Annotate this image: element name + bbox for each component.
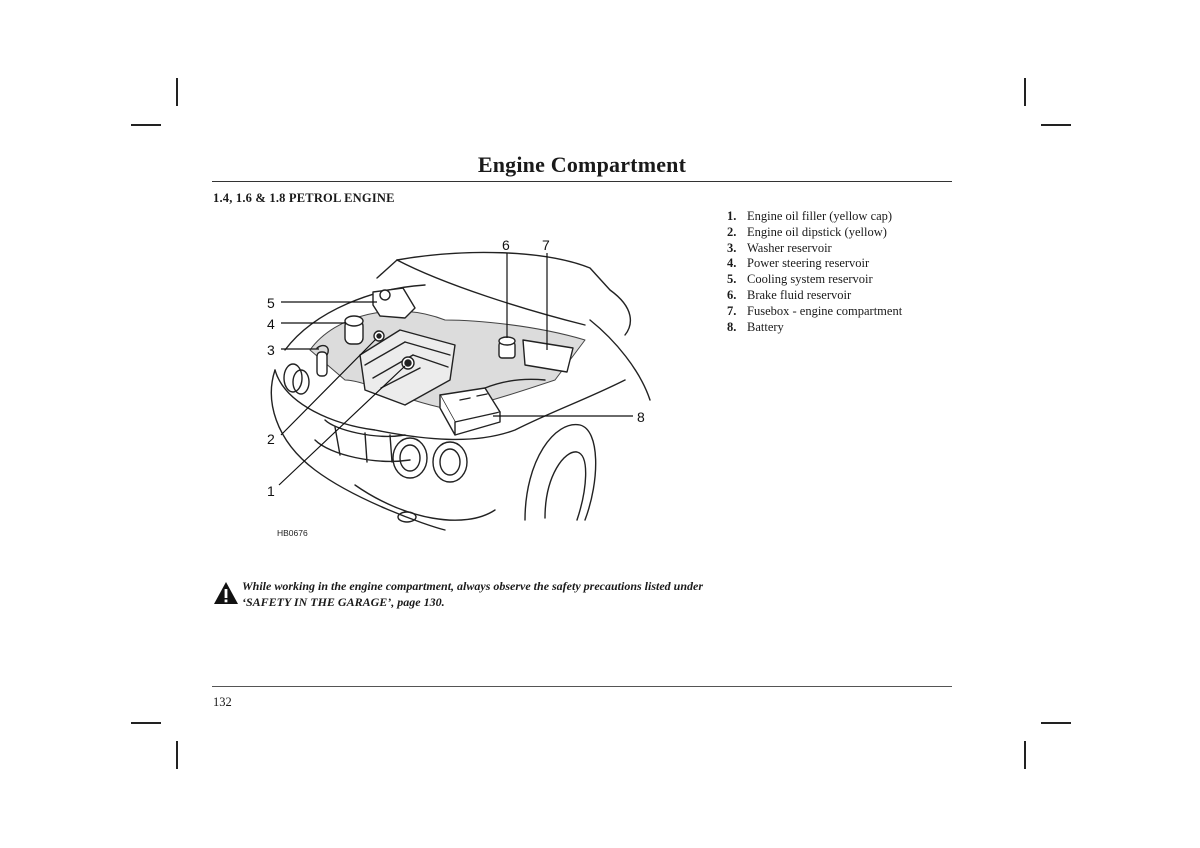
warning-triangle-icon (214, 582, 238, 604)
legend-label: Fusebox - engine compartment (747, 303, 903, 318)
crop-mark (1024, 78, 1026, 106)
legend-number: 2. (727, 224, 737, 239)
callout-leader-2 (280, 338, 377, 436)
legend-number: 4. (727, 256, 737, 271)
callout-label-2: 2 (267, 431, 275, 447)
title-rule (212, 181, 952, 183)
component-legend: 1. Engine oil filler (yellow cap) 2. Engin… (727, 209, 902, 335)
page-title: Engine Compartment (477, 152, 687, 177)
legend-item: 1. Engine oil filler (yellow cap) (727, 209, 902, 225)
legend-number: 1. (727, 209, 737, 223)
legend-number: 5. (727, 272, 737, 287)
callout-leader-1 (278, 365, 406, 486)
legend-item: 5. Cooling system reservoir (727, 272, 902, 288)
callout-label-7: 7 (542, 237, 550, 253)
legend-label: Power steering reservoir (747, 256, 870, 271)
callout-label-4: 4 (267, 316, 275, 332)
crop-mark (1041, 722, 1071, 724)
crop-mark (176, 741, 178, 769)
legend-item: 4. Power steering reservoir (727, 256, 902, 272)
callout-label-3: 3 (267, 342, 275, 358)
legend-label: Washer reservoir (747, 240, 832, 255)
crop-mark (131, 124, 161, 126)
page-number: 132 (213, 695, 232, 709)
legend-item: 6. Brake fluid reservoir (727, 288, 902, 304)
callout-label-8: 8 (637, 409, 645, 425)
callout-leaders (278, 253, 633, 486)
callout-label-5: 5 (267, 295, 275, 311)
callout-label-6: 6 (502, 237, 510, 253)
legend-item: 2. Engine oil dipstick (yellow) (727, 225, 902, 241)
legend-label: Brake fluid reservoir (747, 287, 852, 302)
section-heading: 1.4, 1.6 & 1.8 PETROL ENGINE (213, 191, 395, 205)
legend-label: Battery (747, 319, 784, 334)
crop-mark (1041, 124, 1071, 126)
crop-mark (1024, 741, 1026, 769)
legend-item: 8. Battery (727, 320, 902, 336)
legend-number: 6. (727, 287, 737, 302)
warning-text: While working in the engine compartment,… (242, 579, 704, 609)
legend-label: Engine oil filler (yellow cap) (747, 209, 893, 223)
legend-label: Engine oil dipstick (yellow) (747, 224, 887, 239)
car-illustration (270, 251, 651, 531)
crop-mark (176, 78, 178, 106)
diagram-reference-code: HB0676 (277, 528, 308, 538)
legend-item: 7. Fusebox - engine compartment (727, 304, 902, 320)
legend-number: 7. (727, 303, 737, 318)
legend-number: 8. (727, 319, 737, 334)
engine-compartment-diagram: 1 2 3 4 5 6 7 8 HB0676 (267, 237, 651, 538)
legend-item: 3. Washer reservoir (727, 241, 902, 257)
legend-number: 3. (727, 240, 737, 255)
legend-label: Cooling system reservoir (747, 272, 873, 287)
footer-rule (212, 686, 952, 687)
crop-mark (131, 722, 161, 724)
callout-label-1: 1 (267, 483, 275, 499)
